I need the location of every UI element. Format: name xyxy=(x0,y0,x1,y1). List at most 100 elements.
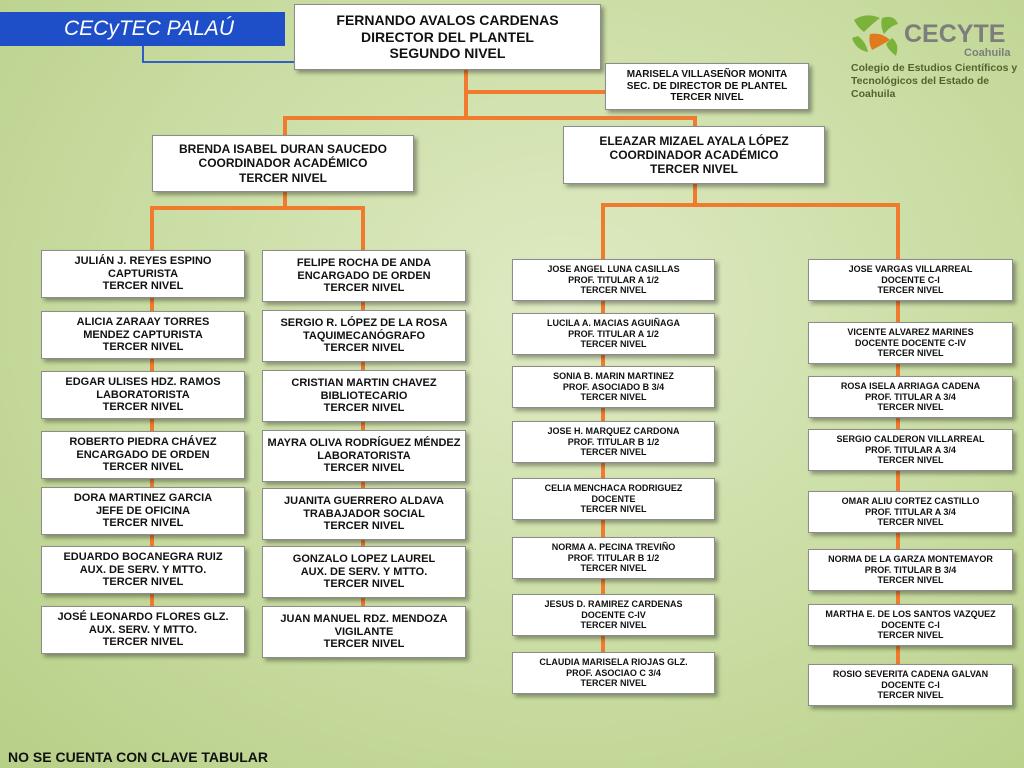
staff-box-col4-line: TERCER NIVEL xyxy=(877,690,944,701)
staff-box-col1-line: JEFE DE OFICINA xyxy=(95,504,191,517)
staff-box-col1-line: EDUARDO BOCANEGRA RUIZ xyxy=(63,550,223,563)
staff-box-col4-line: PROF. TITULAR A 3/4 xyxy=(865,391,956,402)
staff-box-col3-line: DOCENTE xyxy=(591,493,636,504)
secretary-box-line: MARISELA VILLASEÑOR MONITA xyxy=(626,68,788,80)
staff-box-col3: CLAUDIA MARISELA RIOJAS GLZ.PROF. ASOCIA… xyxy=(512,652,715,694)
staff-box-col2-line: MAYRA OLIVA RODRÍGUEZ MÉNDEZ xyxy=(267,436,461,449)
staff-box-col2-line: TERCER NIVEL xyxy=(323,578,405,591)
staff-box-col4-line: ROSIO SEVERITA CADENA GALVAN xyxy=(832,669,989,680)
staff-box-col4-line: NORMA DE LA GARZA MONTEMAYOR xyxy=(828,554,993,565)
staff-box-col3-line: CELIA MENCHACA RODRIGUEZ xyxy=(544,483,683,494)
logo-state: Coahuila xyxy=(964,47,1011,59)
staff-box-col1-line: TERCER NIVEL xyxy=(102,461,184,474)
staff-box-col3-line: TERCER NIVEL xyxy=(580,285,647,296)
staff-box-col3-line: TERCER NIVEL xyxy=(580,563,647,574)
staff-box-col1-line: TERCER NIVEL xyxy=(102,341,184,354)
staff-box-col2-line: SERGIO R. LÓPEZ DE LA ROSA xyxy=(280,316,448,329)
staff-box-col3-line: SONIA B. MARIN MARTINEZ xyxy=(553,371,674,382)
footnote: NO SE CUENTA CON CLAVE TABULAR xyxy=(8,749,269,765)
staff-box-col1-line: TERCER NIVEL xyxy=(102,576,184,589)
staff-box-col2-line: TERCER NIVEL xyxy=(323,462,405,475)
staff-box-col4-line: DOCENTE DOCENTE C-IV xyxy=(854,337,966,348)
secretary-box-line: TERCER NIVEL xyxy=(670,92,744,104)
secretary-box-line: SEC. DE DIRECTOR DE PLANTEL xyxy=(626,80,788,92)
staff-box-col2-line: LABORATORISTA xyxy=(317,449,411,462)
staff-box-col3-line: TERCER NIVEL xyxy=(580,504,647,515)
staff-box-col4-line: DOCENTE C-I xyxy=(881,619,940,630)
staff-box-col1-line: TERCER NIVEL xyxy=(102,280,184,293)
coordinator-right-box-line: COORDINADOR ACADÉMICO xyxy=(609,147,779,162)
staff-box-col2-line: CRISTIAN MARTIN CHAVEZ xyxy=(291,376,437,389)
coordinator-right-box-line: TERCER NIVEL xyxy=(649,162,738,177)
logo-caption-line2: Tecnológicos del Estado de Coahuila xyxy=(851,75,990,101)
staff-box-col3-line: PROF. TITULAR B 1/2 xyxy=(567,552,660,563)
staff-box-col1-line: AUX. DE SERV. Y MTTO. xyxy=(79,563,207,576)
coordinator-left-box-line: BRENDA ISABEL DURAN SAUCEDO xyxy=(178,142,387,157)
staff-box-col3-line: NORMA A. PECINA TREVIÑO xyxy=(551,542,676,553)
staff-box-col1-line: LABORATORISTA xyxy=(96,388,190,401)
staff-box-col4-line: MARTHA E. DE LOS SANTOS VAZQUEZ xyxy=(825,609,996,620)
coordinator-left-box-line: TERCER NIVEL xyxy=(238,170,327,185)
staff-box-col4-line: TERCER NIVEL xyxy=(877,348,944,359)
staff-box-col3-line: TERCER NIVEL xyxy=(580,678,647,689)
staff-box-col2-line: VIGILANTE xyxy=(334,625,394,638)
staff-box-col2-line: JUAN MANUEL RDZ. MENDOZA xyxy=(280,612,448,625)
staff-box-col4-line: PROF. TITULAR A 3/4 xyxy=(865,444,956,455)
director-box-line: FERNANDO AVALOS CARDENAS xyxy=(336,12,559,29)
staff-box-col3-line: PROF. ASOCIADO B 3/4 xyxy=(562,381,665,392)
staff-box-col3-line: LUCILA A. MACIAS AGUIÑAGA xyxy=(547,318,680,329)
staff-box-col3-line: PROF. TITULAR A 1/2 xyxy=(568,328,659,339)
staff-box-col2-line: TRABAJADOR SOCIAL xyxy=(303,507,425,520)
staff-box-col1-line: MENDEZ CAPTURISTA xyxy=(83,328,203,341)
director-box-line: SEGUNDO NIVEL xyxy=(389,45,506,62)
staff-box-col2-line: BIBLIOTECARIO xyxy=(320,389,408,402)
staff-box-col2-line: TERCER NIVEL xyxy=(323,342,405,355)
staff-box-col4-line: JOSE VARGAS VILLARREAL xyxy=(848,264,973,275)
staff-box-col4-line: TERCER NIVEL xyxy=(877,285,944,296)
staff-box-col2-line: TERCER NIVEL xyxy=(323,282,405,295)
logo-caption-line1: Colegio de Estudios Científicos y xyxy=(851,62,1018,74)
staff-box-col4-line: VICENTE ALVAREZ MARINES xyxy=(847,327,974,338)
staff-box-col3-line: TERCER NIVEL xyxy=(580,447,647,458)
staff-box-col2-line: GONZALO LOPEZ LAUREL xyxy=(292,552,436,565)
staff-box-col4-line: TERCER NIVEL xyxy=(877,630,944,641)
staff-box-col4-line: OMAR ALIU CORTEZ CASTILLO xyxy=(841,496,980,507)
staff-box-col2-line: JUANITA GUERRERO ALDAVA xyxy=(284,494,444,507)
staff-box-col3-line: JOSE ANGEL LUNA CASILLAS xyxy=(547,264,680,275)
staff-box-col2-line: TERCER NIVEL xyxy=(323,638,405,651)
staff-box-col3-line: PROF. ASOCIAO C 3/4 xyxy=(566,667,661,678)
staff-box-col2-line: TERCER NIVEL xyxy=(323,520,405,533)
staff-box-col3-line: PROF. TITULAR B 1/2 xyxy=(567,436,660,447)
staff-box-col1-line: AUX. SERV. Y MTTO. xyxy=(88,623,198,636)
staff-box-col1-line: JOSÉ LEONARDO FLORES GLZ. xyxy=(57,610,229,623)
staff-box-col2-line: TERCER NIVEL xyxy=(323,402,405,415)
cecyte-logo: CECYTE Coahuila xyxy=(852,15,1011,59)
staff-box-col3-line: DOCENTE C-IV xyxy=(581,609,646,620)
staff-box-col3-line: TERCER NIVEL xyxy=(580,620,647,631)
